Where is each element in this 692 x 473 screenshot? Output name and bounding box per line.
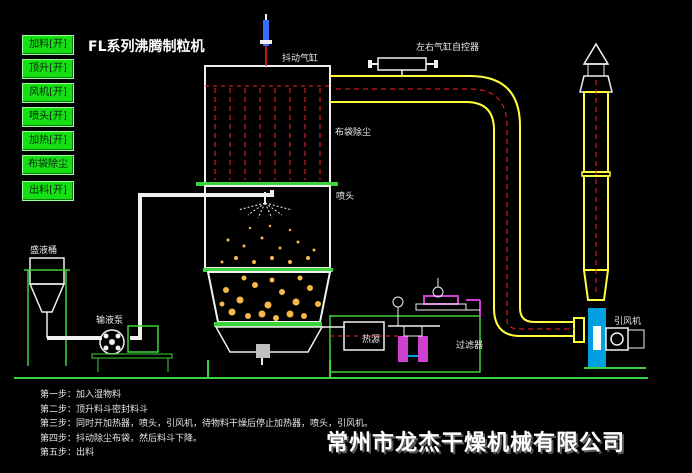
discharge-on-button[interactable]: 出料[开] [22,181,74,201]
lift-on-button[interactable]: 顶升[开] [22,59,74,79]
step-item: 第二步：顶升料斗密封料斗 [40,404,149,415]
heater-on-button[interactable]: 加热[开] [22,131,74,151]
page-title: FL系列沸腾制粒机 [88,39,205,55]
feed-on-button[interactable]: 加料[开] [22,35,74,55]
liquid-pipe [47,190,274,340]
label-shaker-cylinder: 抖动气缸 [282,54,319,64]
granulator-tower [196,65,338,378]
label-induced-fan: 引风机 [614,317,642,327]
label-filter: 过滤器 [456,341,484,351]
company-name: 常州市龙杰干燥机械有限公司 [326,431,626,456]
process-steps: 第一步：加入湿物料 第二步：顶升料斗密封料斗 第三步：同时开加热器，喷头，引风机… [40,388,373,461]
step-item: 第三步：同时开加热器，喷头，引风机，待物料干燥后停止加热器，喷头，引风机。 [40,419,374,430]
step-item: 第五步：出料 [40,448,95,459]
bag-dust-button[interactable]: 布袋除尘 [22,155,74,175]
step-item: 第一步：加入湿物料 [40,390,122,400]
fan-on-button[interactable]: 风机[开] [22,83,74,103]
label-bag-dust: 布袋除尘 [335,128,372,138]
label-cylinder-controller: 左右气缸自控器 [416,43,480,53]
label-liquid-pump: 输液泵 [96,316,124,326]
label-heat-source: 热源 [362,335,381,345]
induced-fan [584,308,646,369]
liquid-pump [91,325,173,372]
cylinder-controller [368,57,438,76]
heat-source [322,296,481,373]
exhaust-duct [330,75,585,343]
granule-particles [219,224,321,321]
step-item: 第四步：抖动除尘布袋，然后料斗下降。 [40,433,203,444]
nozzle-on-button[interactable]: 喷头[开] [22,107,74,127]
exhaust-stack [579,42,613,301]
liquid-tank [24,257,70,366]
filter-unit [415,278,481,318]
shaker-cylinder [260,14,272,66]
label-liquid-tank: 盛液桶 [30,246,58,256]
label-nozzle: 喷头 [336,192,355,202]
